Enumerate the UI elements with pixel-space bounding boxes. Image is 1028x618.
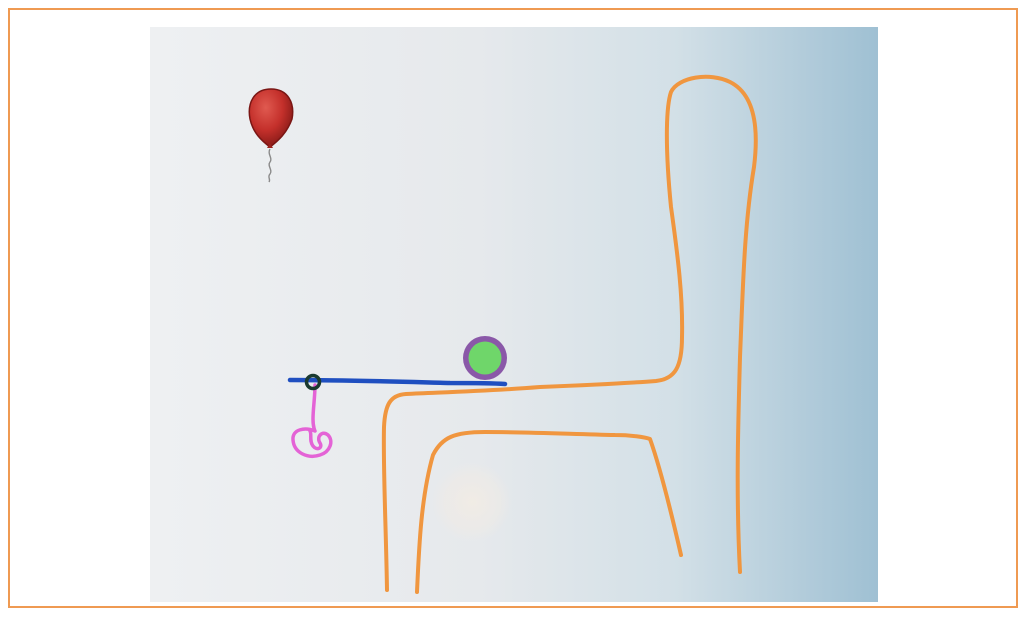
chair-outline-right xyxy=(415,430,683,594)
balloon-icon[interactable] xyxy=(248,88,294,183)
pivot-ring-icon[interactable] xyxy=(304,373,322,391)
chair-outline-left xyxy=(381,74,758,592)
rope-icon[interactable] xyxy=(291,383,333,458)
scene-svg[interactable] xyxy=(150,27,878,602)
blue-platform-line[interactable] xyxy=(287,377,508,387)
ball-icon[interactable] xyxy=(463,336,507,380)
sun-glow xyxy=(432,462,512,542)
game-canvas[interactable] xyxy=(150,27,878,602)
